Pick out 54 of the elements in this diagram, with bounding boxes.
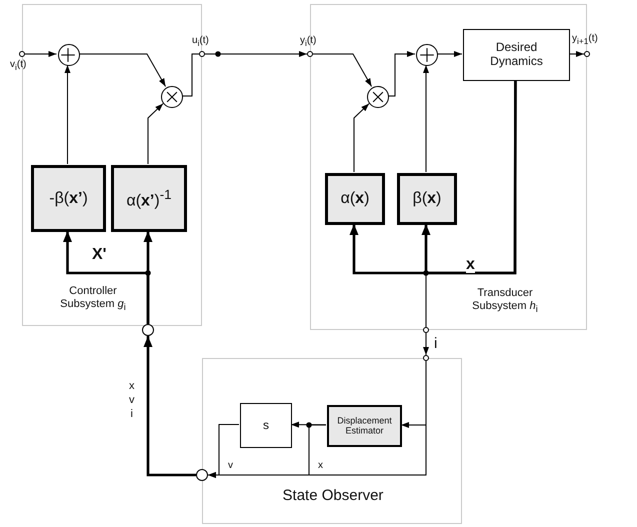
junction-circle <box>196 469 208 481</box>
panel-title: Transducer Subsystem h$_{i}$ <box>471 287 539 314</box>
signal-label: u$_{i}$(t) <box>192 36 209 48</box>
process-box <box>463 29 570 81</box>
arrow <box>144 336 196 476</box>
arrow <box>78 54 166 87</box>
subsystem-panel <box>202 358 462 524</box>
arrow <box>63 231 150 324</box>
function-block <box>111 165 187 232</box>
panel-title: State Observer <box>282 487 384 504</box>
operator-circle <box>161 86 183 108</box>
arrow <box>423 332 429 356</box>
block-label: α(x’)$^{-1}$ <box>125 186 173 210</box>
arrow <box>423 64 429 172</box>
operator-circle <box>416 44 438 66</box>
signal-label: y$_{i+1}$(t) <box>572 34 598 46</box>
edge-label: x <box>318 461 323 471</box>
junction-circle <box>142 324 154 336</box>
arrow <box>148 103 164 164</box>
arrow <box>388 51 416 96</box>
function-block <box>397 173 457 225</box>
process-box <box>240 403 292 448</box>
panel-title: Controller Subsystem g$_{i}$ <box>59 285 127 312</box>
arrow <box>64 64 70 164</box>
terminal-point <box>423 355 429 361</box>
edge-label: i <box>434 336 438 351</box>
block-label: β(x) <box>412 190 442 208</box>
block-label: -β(x’) <box>48 189 89 208</box>
terminal-point <box>584 51 590 57</box>
block-label: Desired Dynamics <box>489 41 544 69</box>
function-block <box>327 405 402 447</box>
block-label: Displacement Estimator <box>336 416 393 436</box>
signal-label: v$_{i}$(t) <box>10 60 26 72</box>
function-block <box>31 165 106 232</box>
arrow <box>24 51 57 57</box>
function-block <box>325 173 385 225</box>
operator-circle <box>367 86 389 108</box>
terminal-point <box>423 327 429 333</box>
arrow <box>208 424 240 478</box>
terminal-point <box>19 51 25 57</box>
connector-line <box>182 54 200 96</box>
block-label: s <box>262 418 270 432</box>
terminal-point <box>199 51 205 57</box>
signal-label: y$_{i}$(t) <box>300 36 316 48</box>
edge-label: v <box>228 461 233 471</box>
arrow <box>312 54 372 87</box>
arrow <box>436 51 462 57</box>
arrow <box>354 103 370 172</box>
arrow <box>568 51 584 57</box>
block-label: α(x) <box>340 190 370 208</box>
terminal-point <box>307 51 313 57</box>
operator-circle <box>58 44 80 66</box>
arrow <box>422 80 517 274</box>
arrow <box>204 51 308 57</box>
